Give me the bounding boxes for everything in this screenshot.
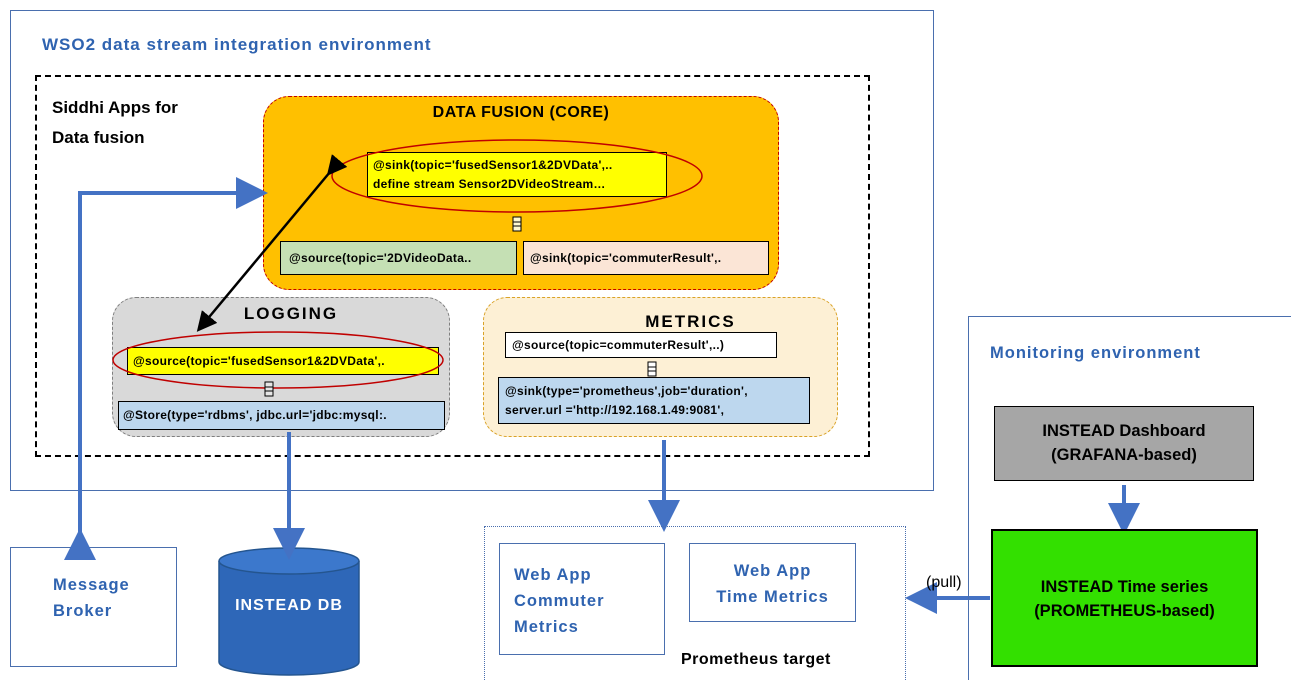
message-broker-box[interactable]: Message Broker — [10, 547, 177, 667]
metrics-connector-icon — [647, 361, 657, 377]
prometheus-target-frame — [484, 526, 906, 680]
logging-connector-icon — [264, 381, 274, 397]
instead-dashboard-box[interactable]: INSTEAD Dashboard (GRAFANA-based) — [994, 406, 1254, 481]
data-fusion-core-title: DATA FUSION (CORE) — [432, 104, 610, 121]
broker-to-core-arrow — [64, 177, 268, 560]
metrics-title: METRICS — [645, 312, 736, 331]
message-broker-line2: Broker — [53, 602, 113, 620]
commuter-line3: Metrics — [514, 618, 579, 636]
metrics-sink-line1: @sink(type='prometheus',job='duration', — [505, 384, 748, 398]
core-connector-icon — [512, 216, 522, 232]
prometheus-target-label: Prometheus target — [681, 651, 831, 668]
core-highlight-ellipse — [331, 139, 703, 213]
commuter-line1: Web App — [514, 566, 592, 584]
timeseries-line2: (PROMETHEUS-based) — [1034, 602, 1215, 620]
siddhi-title-line1: Siddhi Apps for — [52, 98, 178, 117]
monitoring-environment-title: Monitoring environment — [990, 344, 1201, 362]
logging-highlight-ellipse — [112, 331, 444, 389]
siddhi-apps-frame — [35, 75, 870, 457]
core-sink-result-block[interactable]: @sink(topic='commuterResult',. — [523, 241, 769, 275]
wso2-environment-title: WSO2 data stream integration environment — [42, 35, 432, 54]
pull-label: (pull) — [926, 574, 962, 591]
time-metrics-line1: Web App — [733, 562, 812, 580]
metrics-sink-block[interactable]: @sink(type='prometheus',job='duration', … — [498, 377, 810, 424]
metrics-source-block[interactable]: @source(topic=commuterResult',..) — [505, 332, 777, 358]
monitoring-environment — [968, 316, 1291, 680]
siddhi-title-line2: Data fusion — [52, 128, 145, 147]
metrics-sink-line2: server.url ='http://192.168.1.49:9081', — [505, 403, 725, 417]
dashboard-line2: (GRAFANA-based) — [1051, 446, 1197, 464]
instead-time-series-box[interactable]: INSTEAD Time series (PROMETHEUS-based) — [991, 529, 1258, 667]
time-metrics-line2: Time Metrics — [716, 588, 829, 606]
core-sink-define-block[interactable]: @sink(topic='fusedSensor1&2DVData',.. de… — [367, 152, 667, 197]
timeseries-line1: INSTEAD Time series — [1040, 578, 1209, 596]
web-app-time-metrics-box[interactable]: Web App Time Metrics — [689, 543, 856, 622]
commuter-line2: Commuter — [514, 592, 605, 610]
dashboard-line1: INSTEAD Dashboard — [1042, 422, 1206, 440]
core-sink-line2: define stream Sensor2DVideoStream… — [373, 177, 606, 191]
core-sink-line1: @sink(topic='fusedSensor1&2DVData',.. — [373, 158, 613, 172]
siddhi-apps-title: Siddhi Apps for Data fusion — [52, 93, 178, 153]
message-broker-line1: Message — [53, 576, 130, 594]
web-app-commuter-metrics-box[interactable]: Web App Commuter Metrics — [499, 543, 665, 655]
core-logging-link-arrow — [196, 154, 348, 332]
instead-db-label: INSTEAD DB — [235, 597, 343, 614]
